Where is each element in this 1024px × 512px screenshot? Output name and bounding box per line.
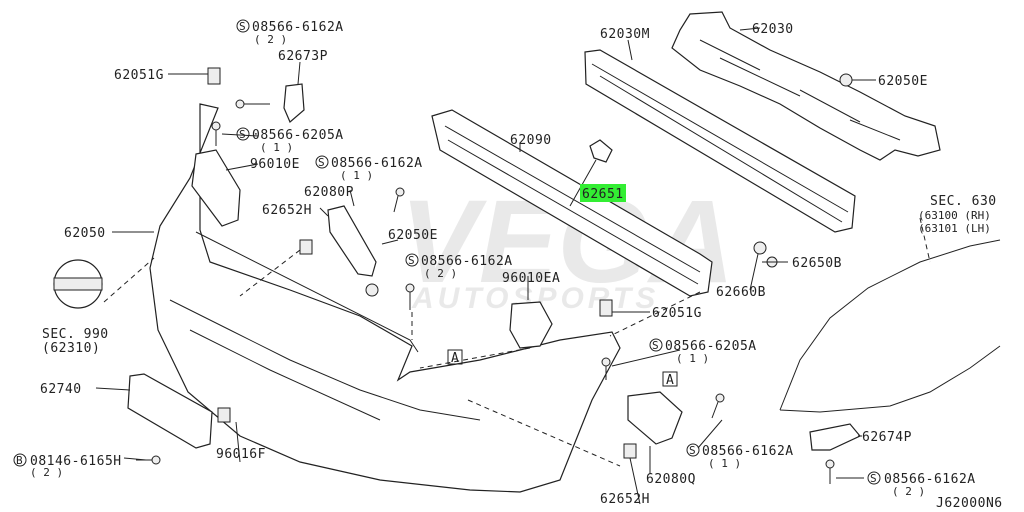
bracket-96010ea <box>509 301 553 349</box>
leader-lines <box>95 26 876 505</box>
label-sec630: SEC. 630 <box>930 194 997 209</box>
ref-box-a-2 <box>662 371 678 387</box>
label-62051g-b: 62051G <box>652 306 702 321</box>
clip-62051g-b <box>599 299 613 317</box>
screw-head-b <box>211 121 221 131</box>
label-62050e-b: 62050E <box>878 74 928 89</box>
label-62050e-a: 62050E <box>388 228 438 243</box>
clip-96016f <box>217 407 231 423</box>
label-96010e: 96010E <box>250 157 300 172</box>
qty-08566-6162a-d: ( 1 ) <box>708 457 741 470</box>
svg-text:S: S <box>870 472 877 485</box>
svg-text:S: S <box>239 20 246 33</box>
ref-a-2: A <box>666 373 674 388</box>
label-62030: 62030 <box>752 22 794 37</box>
reinforcement-ribs <box>591 63 849 223</box>
label-62674p: 62674P <box>862 430 912 445</box>
clip-62652h-a <box>299 239 313 255</box>
bracket-62674p <box>809 423 861 451</box>
svg-text:S: S <box>689 444 696 457</box>
s-markers: S S S S S S S <box>236 19 881 485</box>
qty-08566-6162a-e: ( 2 ) <box>892 485 925 498</box>
side-bracket-96010e <box>191 149 241 227</box>
ref-a-1: A <box>451 351 459 366</box>
svg-text:S: S <box>652 339 659 352</box>
ref-box-a-1 <box>447 349 463 365</box>
label-08566-6162a-d: 08566-6162A <box>702 444 794 459</box>
screw-head-d <box>405 283 415 293</box>
screw-head-h <box>151 455 161 465</box>
clip-62652h-b <box>623 443 637 459</box>
label-08566-6162a-mid: 08566-6162A <box>331 156 423 171</box>
screw-head-f <box>715 393 725 403</box>
label-08566-6162a-top: 08566-6162A <box>252 20 344 35</box>
clip-62651 <box>589 139 613 163</box>
label-62651: 62651 <box>582 187 624 202</box>
bracket-62673p <box>283 83 305 123</box>
screw-head-e <box>601 357 611 367</box>
clip-62660b <box>753 241 767 255</box>
qty-08566-6162a-top: ( 2 ) <box>254 33 287 46</box>
bracket-62080p <box>327 205 377 277</box>
qty-08566-6162a-mid: ( 1 ) <box>340 169 373 182</box>
absorber-ribs <box>444 125 701 285</box>
label-08566-6162a-e: 08566-6162A <box>884 472 976 487</box>
bracket-ribs <box>699 39 901 141</box>
label-sec630-lh: (63101 (LH) <box>918 222 991 235</box>
qty-08566-6205a-b: ( 1 ) <box>676 352 709 365</box>
b-marker: B <box>13 453 27 467</box>
label-62030m: 62030M <box>600 27 650 42</box>
qty-08566-6205a-top: ( 1 ) <box>260 141 293 154</box>
clip-62051g-a <box>207 67 221 85</box>
emblem-bar <box>53 277 103 291</box>
label-62740: 62740 <box>40 382 82 397</box>
bracket-62080q <box>627 391 683 445</box>
diagram-code: J62000N6 <box>936 496 1003 511</box>
highlight-62651 <box>580 184 626 202</box>
label-08566-6205a-b: 08566-6205A <box>665 339 757 354</box>
label-62080q: 62080Q <box>646 472 696 487</box>
upper-support-bracket <box>671 11 941 161</box>
label-sec630-rh: (63100 (RH) <box>918 209 991 222</box>
label-62652h-b: 62652H <box>600 492 650 507</box>
svg-text:S: S <box>318 156 325 169</box>
fascia-top-edge <box>195 231 419 353</box>
clip-62050e-b <box>839 73 853 87</box>
label-62051g-a: 62051G <box>114 68 164 83</box>
label-62080p: 62080P <box>304 185 354 200</box>
screw-shafts <box>136 103 831 484</box>
label-62050: 62050 <box>64 226 106 241</box>
license-bracket <box>127 373 213 449</box>
svg-text:S: S <box>239 128 246 141</box>
svg-text:S: S <box>408 254 415 267</box>
bumper-reinforcement <box>584 49 856 233</box>
label-62673p: 62673P <box>278 49 328 64</box>
screw-head-g <box>825 459 835 469</box>
label-96010ea: 96010EA <box>502 271 560 286</box>
label-96016f: 96016F <box>216 447 266 462</box>
label-62652h-a: 62652H <box>262 203 312 218</box>
screw-head-a <box>235 99 245 109</box>
label-62660b: 62660B <box>716 285 766 300</box>
qty-08566-6162a-c: ( 2 ) <box>424 267 457 280</box>
clip-62050e-a <box>365 283 379 297</box>
qty-08146-6165h: ( 2 ) <box>30 466 63 479</box>
label-62650b: 62650B <box>792 256 842 271</box>
label-08566-6205a-top: 08566-6205A <box>252 128 344 143</box>
fascia-grille-lines <box>169 299 481 421</box>
dashed-guides <box>103 217 931 467</box>
label-sec990: SEC. 990 <box>42 327 109 342</box>
label-08146-6165h: 08146-6165H <box>30 454 122 469</box>
label-08566-6162a-c: 08566-6162A <box>421 254 513 269</box>
screw-head-c <box>395 187 405 197</box>
svg-text:B: B <box>16 454 23 467</box>
bumper-fascia <box>149 103 621 493</box>
fender-outline <box>779 239 1001 413</box>
label-62090: 62090 <box>510 133 552 148</box>
label-sec990-ref: (62310) <box>42 341 100 356</box>
